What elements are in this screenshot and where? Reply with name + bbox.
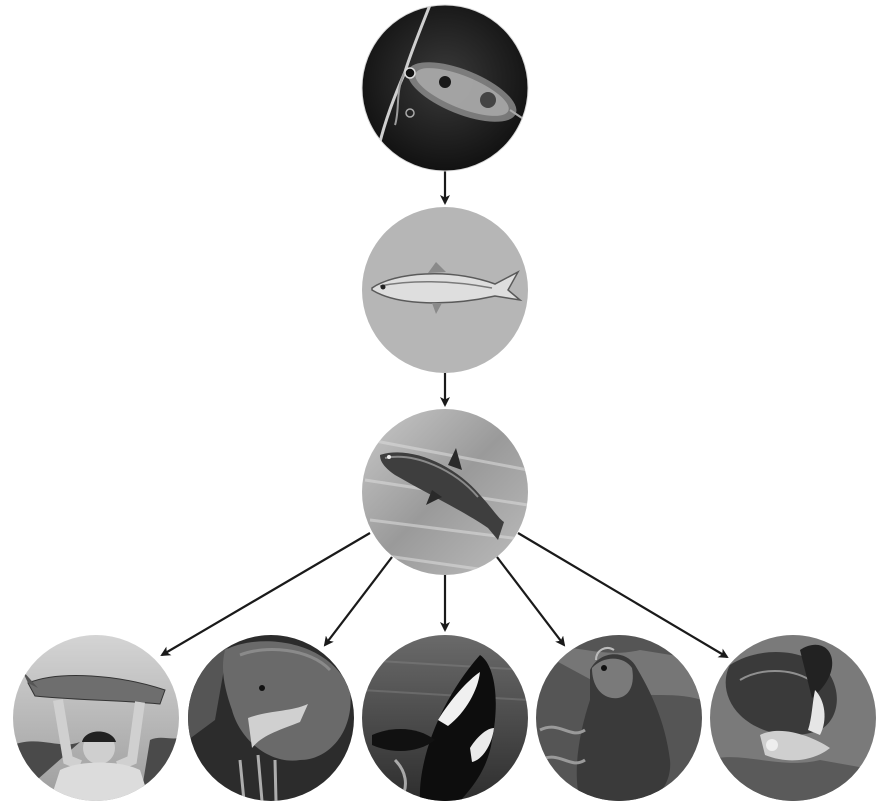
arrow-salmon-to-sea-lion: [497, 557, 564, 645]
node-small-fish: [362, 207, 528, 373]
person-holding-salmon-photo-icon: [13, 635, 179, 801]
zooplankton-photo-icon: [362, 5, 528, 171]
node-zooplankton: [362, 5, 528, 171]
bear-catching-salmon-photo-icon: [188, 635, 354, 801]
orca-photo-icon: [362, 635, 528, 801]
small-fish-photo-icon: [362, 207, 528, 373]
leaping-salmon-photo-icon: [362, 409, 528, 575]
sea-lion-photo-icon: [536, 635, 702, 801]
arrow-salmon-to-bear: [325, 557, 392, 645]
node-salmon: [362, 409, 528, 575]
node-bird: [710, 635, 876, 801]
node-bear: [188, 635, 354, 801]
node-human: [13, 635, 179, 801]
node-orca: [362, 635, 528, 801]
seabird-eating-fish-photo-icon: [710, 635, 876, 801]
node-sea-lion: [536, 635, 702, 801]
